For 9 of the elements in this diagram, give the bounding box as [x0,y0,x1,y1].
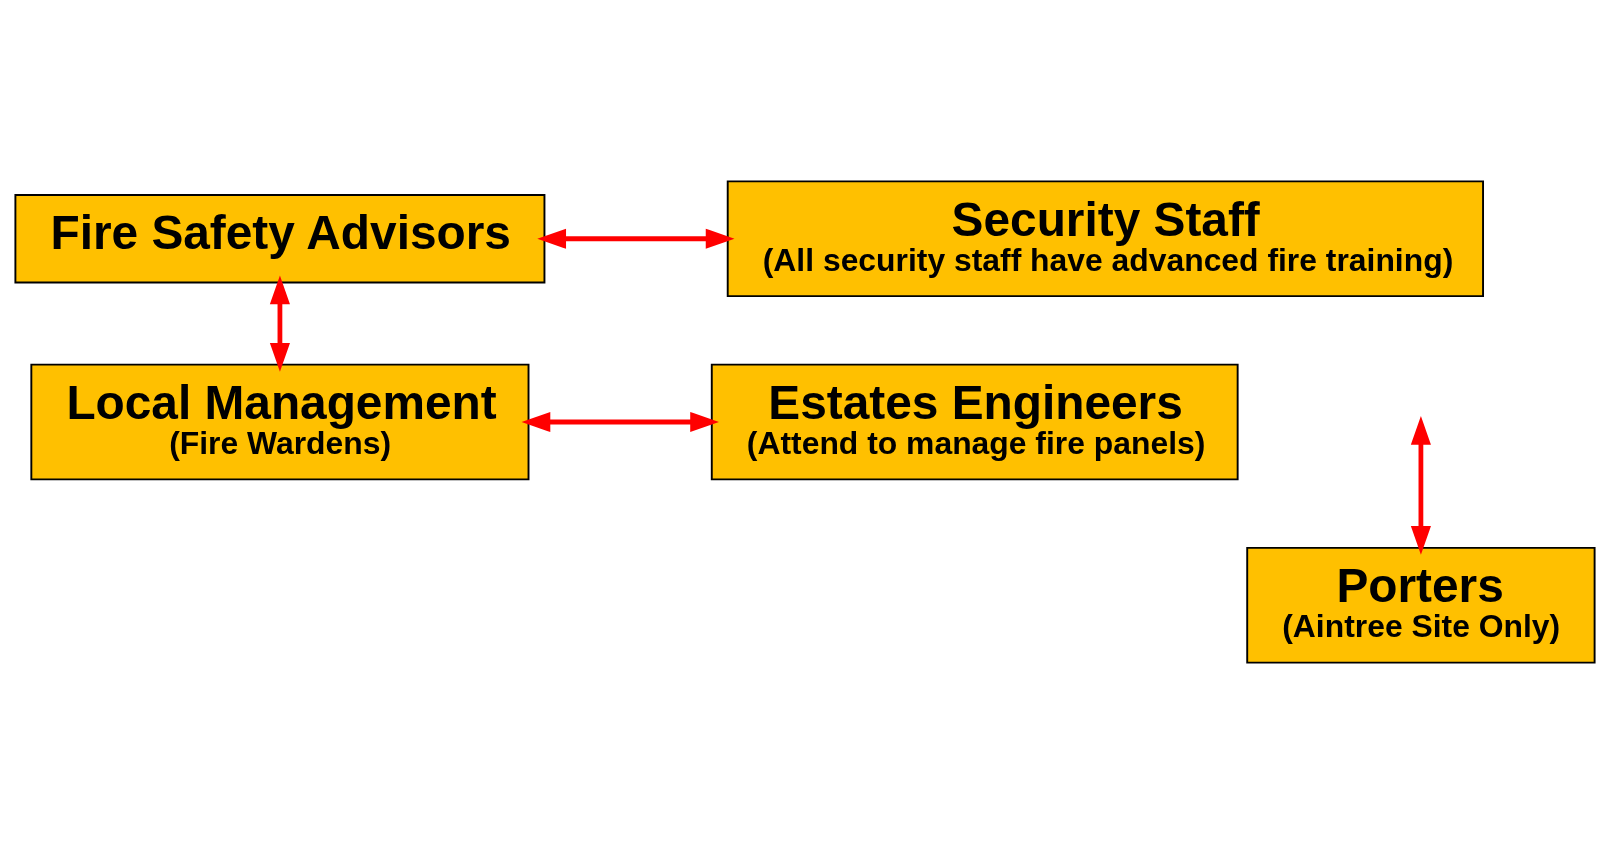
node-box: Fire Safety Advisors [14,193,546,284]
arrow [1410,415,1431,555]
node-box: Local Management (Fire Wardens) [30,363,530,481]
arrow [537,228,735,249]
node-box: Porters (Aintree Site Only) [1246,546,1596,664]
arrow [269,275,290,372]
node-box: Security Staff (All security staff have advanced fire training) [726,180,1484,298]
arrow [521,411,719,433]
node-box: Estates Engineers (Attend to manage fire panels) [710,363,1239,481]
